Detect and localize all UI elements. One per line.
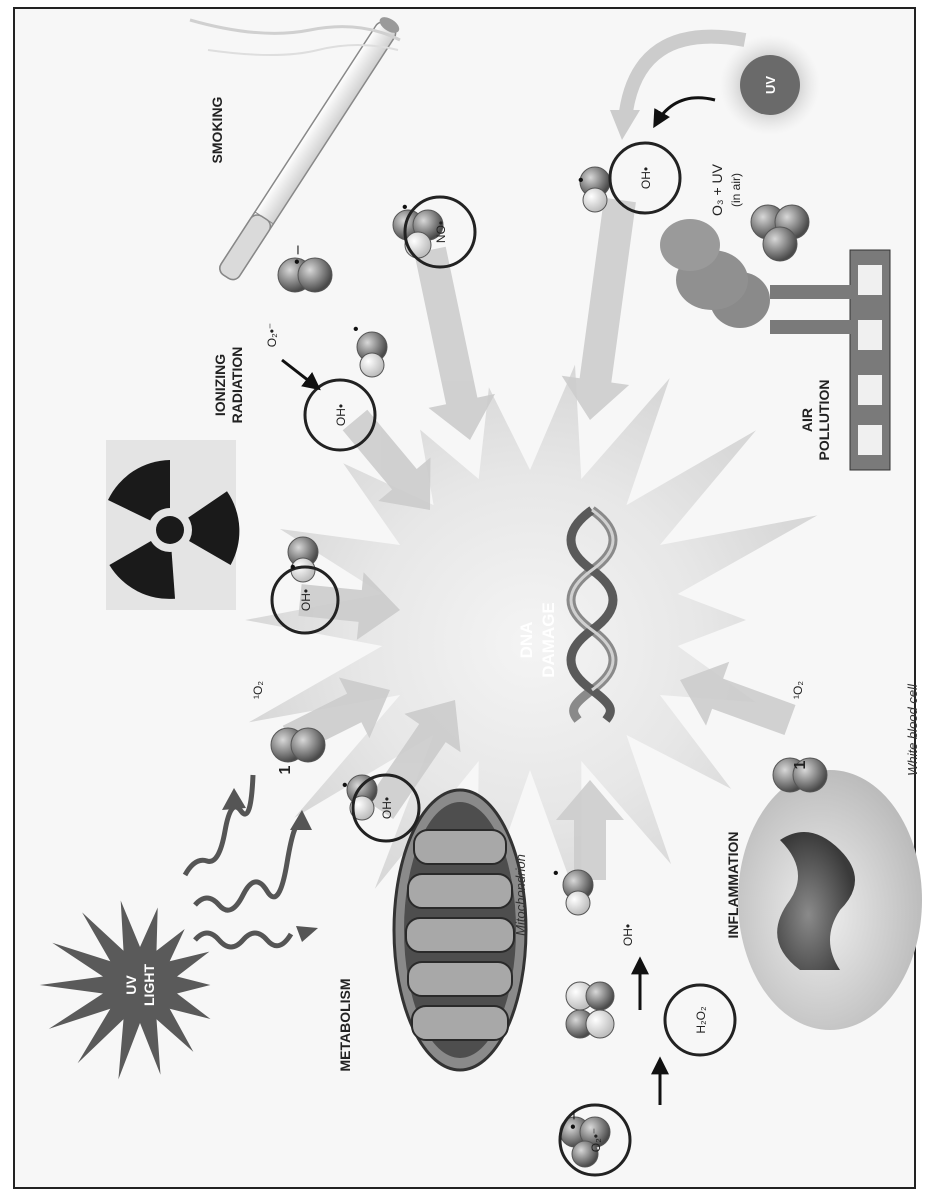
superoxide-label-top: O₂•⁻ [265, 323, 279, 348]
uv-sun-label: UV [763, 76, 778, 94]
radical-dot: • [290, 559, 296, 576]
mitochondrion-label: Mitochondrion [513, 854, 528, 936]
mitochondrion-icon [394, 790, 526, 1070]
molecule [271, 728, 325, 762]
ozone-uv-label: O₃ + UV [709, 163, 725, 216]
singlet-oxygen-label-top: ¹O₂ [251, 681, 265, 699]
dna-damage-line1: DNA [517, 622, 536, 659]
uv-light-label-line2: LIGHT [141, 964, 157, 1006]
radical-dot: • [578, 172, 584, 189]
ionizing-radiation-label-line2: RADIATION [229, 347, 245, 424]
ionizing-radiation-label-line1: IONIZING [212, 354, 228, 416]
white-blood-cell-label: White blood cell [905, 683, 920, 776]
radical-dot: • [342, 777, 348, 794]
oh-label-radiation: OH• [299, 589, 313, 611]
oh-product-label: OH• [621, 924, 635, 946]
metabolism-label: METABOLISM [337, 978, 353, 1071]
singlet-prefix-top: 1 [277, 765, 294, 774]
superoxide-dot-minus-bottom: • – [565, 1110, 582, 1129]
atom [291, 728, 325, 762]
air-pollution-label-line1: AIR [799, 408, 815, 432]
molecule [347, 775, 377, 820]
radical-dot: • [402, 199, 408, 216]
singlet-oxygen-label-bottom: ¹O₂ [791, 681, 805, 699]
atom [586, 982, 614, 1010]
oh-label-left: OH• [380, 797, 394, 819]
ozone-uv-note: (in air) [729, 173, 743, 207]
air-pollution-label-line2: POLLUTION [816, 380, 832, 461]
no-label: NO• [434, 221, 448, 243]
oh-label-pollution: OH• [639, 167, 653, 189]
dna-damage-line2: DAMAGE [539, 602, 558, 678]
molecule [563, 870, 593, 915]
superoxide-label-bottom: O₂•⁻ [589, 1128, 603, 1153]
atom [583, 188, 607, 212]
radical-dot: • [553, 865, 559, 882]
molecule [357, 332, 387, 377]
singlet-prefix-bottom: 1 [792, 760, 809, 769]
molecule [580, 167, 610, 212]
radical-dot: • [353, 321, 359, 338]
h2o2-label: H₂O₂ [694, 1006, 708, 1034]
superoxide-dot-minus-top: • – [289, 245, 306, 264]
atom [566, 891, 590, 915]
oh-label-ionizing: OH• [334, 404, 348, 426]
inflammation-label: INFLAMMATION [725, 831, 741, 938]
atom [763, 227, 797, 261]
smoking-label: SMOKING [209, 96, 225, 163]
atom [586, 1010, 614, 1038]
uv-light-label-line1: UV [123, 975, 139, 995]
atom [360, 353, 384, 377]
white-blood-cell-icon [738, 770, 922, 1030]
